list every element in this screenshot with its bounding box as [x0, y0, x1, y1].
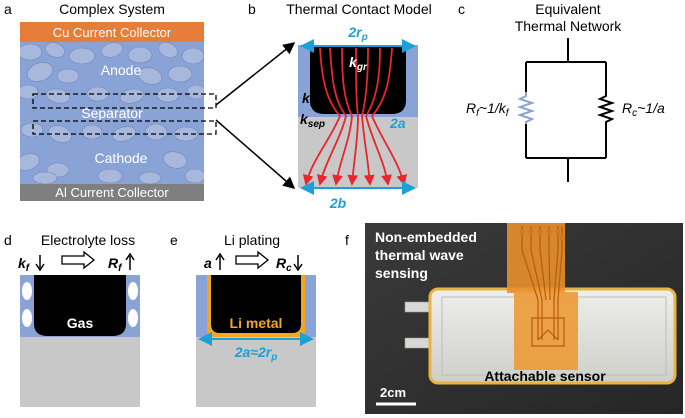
- panel-a-title: Complex System: [59, 1, 165, 17]
- panel-letter-a: a: [4, 1, 12, 17]
- heat-flow-lines: [302, 47, 408, 186]
- network-wires: [525, 38, 607, 182]
- anode-label: Anode: [101, 62, 142, 78]
- sensor-pad: [514, 292, 578, 370]
- down-arrow-icon: [35, 255, 45, 272]
- separator-region-d: [20, 337, 140, 407]
- panel-c: c Equivalent Thermal Network Rf~1/kf Rc~…: [458, 1, 665, 182]
- ksep-label: ksep: [300, 111, 325, 130]
- implies-arrow-icon: [235, 250, 270, 270]
- rf-label: Rf~1/kf: [466, 100, 510, 119]
- scale-label: 2cm: [380, 385, 406, 400]
- li-metal-label: Li metal: [230, 315, 283, 331]
- gas-label: Gas: [67, 315, 94, 331]
- panel-a: a Complex System Cu Current Collector An…: [4, 1, 296, 201]
- separator-label: Separator: [81, 105, 143, 121]
- active-particles: [20, 42, 204, 184]
- panel-f: f Non-embedded thermal wave sensing Atta…: [345, 223, 683, 414]
- panel-b: b Thermal Contact Model 2rp kgr kf ksep …: [248, 1, 432, 211]
- panel-c-title-1: Equivalent: [535, 1, 600, 17]
- rc-label: Rc~1/a: [622, 100, 665, 119]
- panel-b-title: Thermal Contact Model: [286, 1, 432, 17]
- zoom-line-top: [215, 42, 296, 106]
- sensor-label: Attachable sensor: [484, 368, 606, 384]
- sensor-pin-dots: [519, 229, 565, 241]
- top-dimension-label: 2rp: [347, 24, 367, 43]
- panel-e-title: Li plating: [224, 232, 280, 248]
- rc-symbol: Rc: [276, 255, 292, 274]
- cu-collector-label: Cu Current Collector: [53, 25, 172, 40]
- panel-letter-c: c: [458, 1, 465, 17]
- al-collector-label: Al Current Collector: [55, 185, 169, 200]
- caption-line-2: thermal wave: [375, 247, 464, 263]
- graphite-particle-d: [34, 275, 126, 336]
- contact-dimension-label: 2a: [389, 115, 406, 131]
- caption-line-3: sensing: [375, 265, 428, 281]
- li-dimension-label: 2a≈2rp: [234, 344, 278, 363]
- panel-letter-d: d: [4, 232, 12, 248]
- panel-letter-f: f: [345, 232, 349, 248]
- graphite-particle-e: [211, 275, 301, 333]
- down-arrow-icon: [293, 255, 303, 272]
- cu-collector: [20, 22, 204, 42]
- panel-letter-e: e: [170, 232, 178, 248]
- gas-bubbles: [22, 282, 138, 327]
- up-arrow-icon: [215, 252, 225, 270]
- panel-letter-b: b: [248, 1, 256, 17]
- up-arrow-icon: [125, 252, 135, 270]
- a-symbol: a: [204, 255, 212, 271]
- separator-region-e: [196, 337, 316, 407]
- al-collector: [20, 184, 204, 201]
- zoom-line-bottom: [215, 119, 296, 189]
- separator-box-lower: [32, 120, 217, 135]
- graphite-particle: [310, 45, 406, 114]
- resistor-rc: [596, 92, 616, 124]
- caption-line-1: Non-embedded: [375, 229, 477, 245]
- panel-c-title-2: Thermal Network: [515, 18, 623, 34]
- panel-d-title: Electrolyte loss: [41, 232, 135, 248]
- kf-label: kf: [302, 90, 315, 109]
- bottom-dimension-label: 2b: [329, 195, 347, 211]
- panel-d: d Electrolyte loss kf Rf Gas: [4, 232, 140, 407]
- resistor-rf: [516, 92, 536, 124]
- kgr-label: kgr: [349, 54, 368, 73]
- implies-arrow-icon: [61, 250, 96, 270]
- rf-symbol: Rf: [108, 255, 123, 274]
- panel-e: e Li plating a Rc Li metal 2a≈2rp: [170, 232, 316, 407]
- cathode-label: Cathode: [95, 150, 148, 166]
- separator-box-upper: [32, 93, 217, 109]
- kf-symbol: kf: [18, 255, 31, 274]
